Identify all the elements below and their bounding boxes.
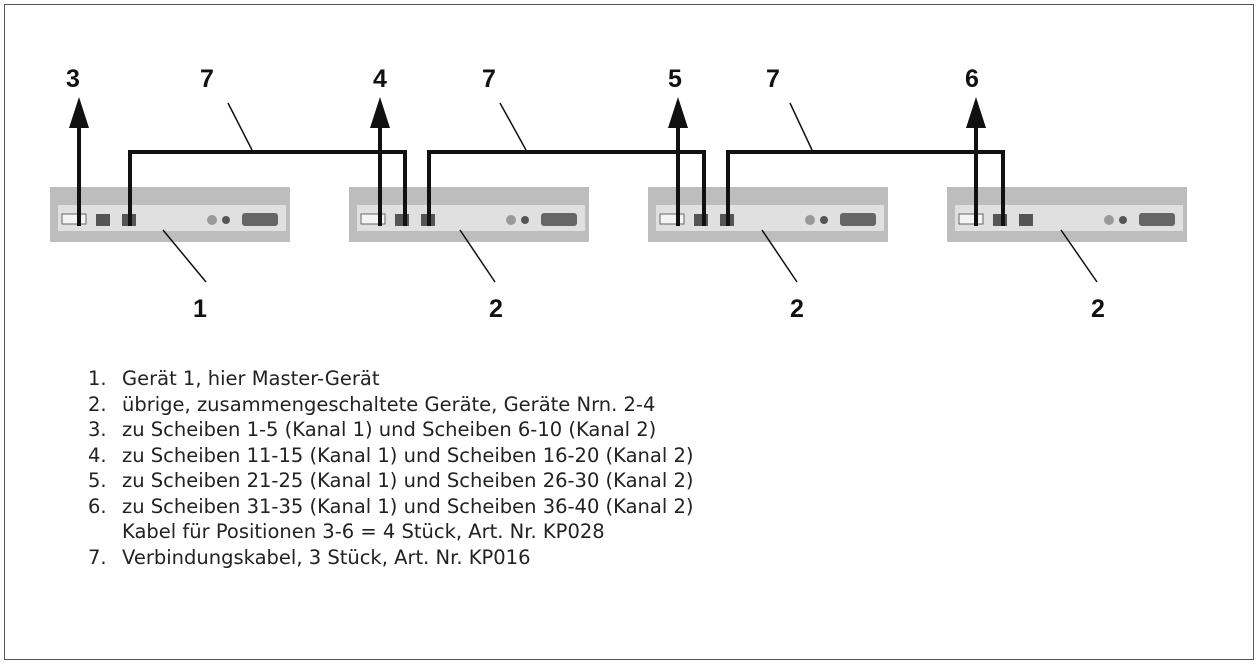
legend-number: 6. (88, 494, 107, 518)
leader-line (499, 102, 527, 151)
arrow-up-icon (69, 97, 89, 128)
serial-port (1139, 213, 1175, 226)
leader-line (1060, 229, 1098, 283)
legend-text: Verbindungskabel, 3 Stück, Art. Nr. KP01… (122, 545, 531, 569)
legend-text: zu Scheiben 31-35 (Kanal 1) und Scheiben… (122, 494, 694, 518)
device-1 (50, 187, 290, 242)
port-out (360, 213, 386, 225)
device-label: 2 (790, 295, 804, 323)
leader-line (459, 229, 496, 283)
knob-icon (805, 215, 815, 225)
legend-item: 6. zu Scheiben 31-35 (Kanal 1) und Scheib… (88, 494, 694, 545)
arrow-up-icon (966, 97, 986, 128)
knob-icon (222, 216, 230, 224)
arrow-up-icon (668, 97, 688, 128)
legend-number: 5. (88, 469, 107, 492)
knob-icon (820, 216, 828, 224)
arrow-up-icon (370, 97, 390, 128)
legend-list: 1. Gerät 1, hier Master-Gerät 2. übrige, z… (88, 366, 694, 570)
device-label: 1 (193, 295, 207, 323)
legend-number: 7. (88, 545, 107, 569)
legend-item: 1. Gerät 1, hier Master-Gerät (88, 366, 694, 392)
legend-item: 2. übrige, zusammengeschaltete Geräte, Ge… (88, 392, 694, 418)
connection-cable-3 (726, 150, 1005, 226)
knob-icon (1104, 215, 1114, 225)
knob-icon (1119, 216, 1127, 224)
device-3 (648, 187, 888, 242)
device-2 (349, 187, 589, 242)
legend-subtext: Kabel für Positionen 3-6 = 4 Stück, Art.… (122, 520, 605, 543)
device-label: 2 (1091, 295, 1105, 323)
legend-item: 7. Verbindungskabel, 3 Stück, Art. Nr. KP… (88, 545, 694, 571)
knob-icon (207, 215, 217, 225)
legend-text: zu Scheiben 21-25 (Kanal 1) und Scheiben… (122, 469, 694, 492)
port-out (659, 213, 685, 225)
legend-number: 1. (88, 367, 107, 390)
device-label: 2 (489, 295, 503, 323)
port-out (958, 213, 984, 225)
legend-item: 3. zu Scheiben 1-5 (Kanal 1) und Scheiben… (88, 417, 694, 443)
cable-label: 7 (482, 65, 496, 93)
legend-text: zu Scheiben 11-15 (Kanal 1) und Scheiben… (122, 443, 694, 467)
legend-text: übrige, zusammengeschaltete Geräte, Gerä… (122, 392, 656, 416)
legend-item: 4. zu Scheiben 11-15 (Kanal 1) und Scheib… (88, 443, 694, 469)
serial-port (840, 213, 876, 226)
port-b (1019, 214, 1033, 226)
cable-label: 7 (766, 65, 780, 93)
legend-number: 3. (88, 418, 107, 441)
connection-cable-1 (128, 150, 407, 226)
device-4 (947, 187, 1187, 242)
arrow-label-4: 4 (373, 65, 387, 93)
legend-number: 4. (88, 443, 107, 467)
serial-port (242, 213, 278, 226)
knob-icon (506, 215, 516, 225)
leader-line (162, 229, 207, 283)
arrow-label-5: 5 (668, 65, 682, 93)
leader-line (761, 229, 798, 283)
legend-number: 2. (88, 392, 107, 416)
serial-port (541, 213, 577, 226)
legend-text: Gerät 1, hier Master-Gerät (122, 367, 380, 390)
legend-item: 5. zu Scheiben 21-25 (Kanal 1) und Scheib… (88, 468, 694, 494)
knob-icon (521, 216, 529, 224)
arrow-label-6: 6 (965, 65, 979, 93)
arrow-label-3: 3 (66, 65, 80, 93)
port-a (96, 214, 110, 226)
leader-line (789, 102, 813, 151)
cable-label: 7 (200, 65, 214, 93)
legend-text: zu Scheiben 1-5 (Kanal 1) und Scheiben 6… (122, 418, 657, 441)
port-out (61, 213, 87, 225)
leader-line (227, 102, 253, 151)
connection-cable-2 (427, 150, 706, 226)
diagram-frame (4, 4, 1254, 660)
